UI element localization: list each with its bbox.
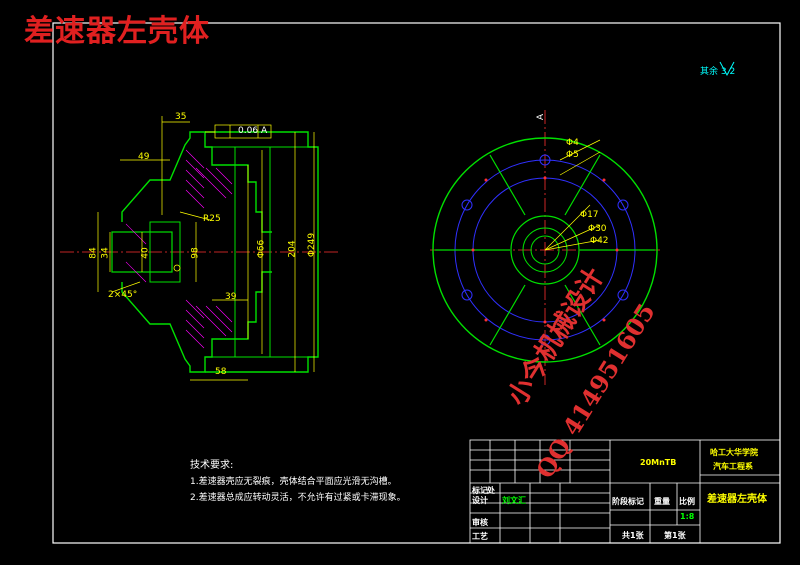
part-name: 差速器左壳体 — [707, 494, 767, 505]
dim-35: 35 — [175, 112, 187, 122]
sheet-number: 第1张 — [664, 531, 686, 540]
dim-phi4: Φ4 — [566, 138, 579, 148]
label-bili: 比例 — [679, 497, 695, 506]
dim-phi42: Φ42 — [590, 236, 609, 246]
tolerance-value: 0.06 — [238, 126, 259, 136]
roughness-note: 其余 3.2 — [700, 67, 736, 77]
section-view — [60, 116, 340, 381]
label-biaoji: 标记 — [472, 486, 488, 495]
dimension-lines — [97, 116, 315, 381]
dim-249: Φ249 — [307, 232, 318, 258]
dim-58: 58 — [215, 367, 227, 377]
dim-40: 40 — [140, 247, 151, 259]
tolerance-datum: A — [261, 126, 268, 136]
dim-98: 98 — [190, 247, 201, 259]
spokes — [435, 154, 655, 346]
material: 20MnTB — [640, 458, 677, 467]
label-shenhe: 审核 — [472, 518, 488, 527]
flange-outline — [205, 131, 319, 373]
drawing-frame — [52, 22, 781, 544]
overlay-title: 差速器左壳体 — [24, 14, 210, 49]
sheet-count: 共1张 — [622, 531, 644, 540]
label-jieduan: 阶段标记 — [612, 497, 644, 506]
designer-name: 刘文汇 — [502, 496, 526, 505]
dim-84: 84 — [88, 247, 99, 259]
label-gongyi: 工艺 — [472, 532, 488, 541]
dim-r25: R25 — [203, 214, 221, 224]
title-block-grid — [469, 439, 781, 544]
side-view — [430, 110, 660, 385]
tech-req-heading: 技术要求: — [190, 460, 234, 471]
section-hatch — [125, 149, 233, 349]
tech-req-item-2: 2.差速器总成应转动灵活，不允许有过紧或卡滞现象。 — [190, 493, 406, 503]
school-name: 哈工大华学院 — [710, 448, 758, 457]
dim-49: 49 — [138, 152, 150, 162]
scale-value: 1:8 — [680, 512, 695, 521]
hub-circle — [510, 215, 580, 285]
label-chu: 处 — [487, 486, 495, 495]
flange-outer-circle — [432, 137, 658, 363]
dim-phi5: Φ5 — [566, 150, 579, 160]
dim-phi30: Φ30 — [588, 224, 607, 234]
dim-39: 39 — [225, 292, 237, 302]
tech-req-item-1: 1.差速器壳应无裂痕，壳体结合平面应光滑无沟槽。 — [190, 477, 397, 487]
dim-chamfer: 2×45° — [108, 290, 138, 300]
roughness-symbol — [719, 61, 735, 77]
bolt-holes — [461, 154, 629, 346]
dim-204: 204 — [287, 240, 298, 258]
section-label: A — [536, 113, 547, 121]
department: 汽车工程系 — [713, 462, 753, 471]
side-leaders — [544, 139, 601, 251]
label-sheji: 设计 — [472, 496, 488, 505]
label-zhongliang: 重量 — [654, 497, 670, 506]
dim-34: 34 — [100, 247, 111, 259]
hole-centers — [471, 176, 619, 324]
dim-66: Φ66 — [256, 239, 267, 259]
dim-phi17: Φ17 — [580, 210, 599, 220]
